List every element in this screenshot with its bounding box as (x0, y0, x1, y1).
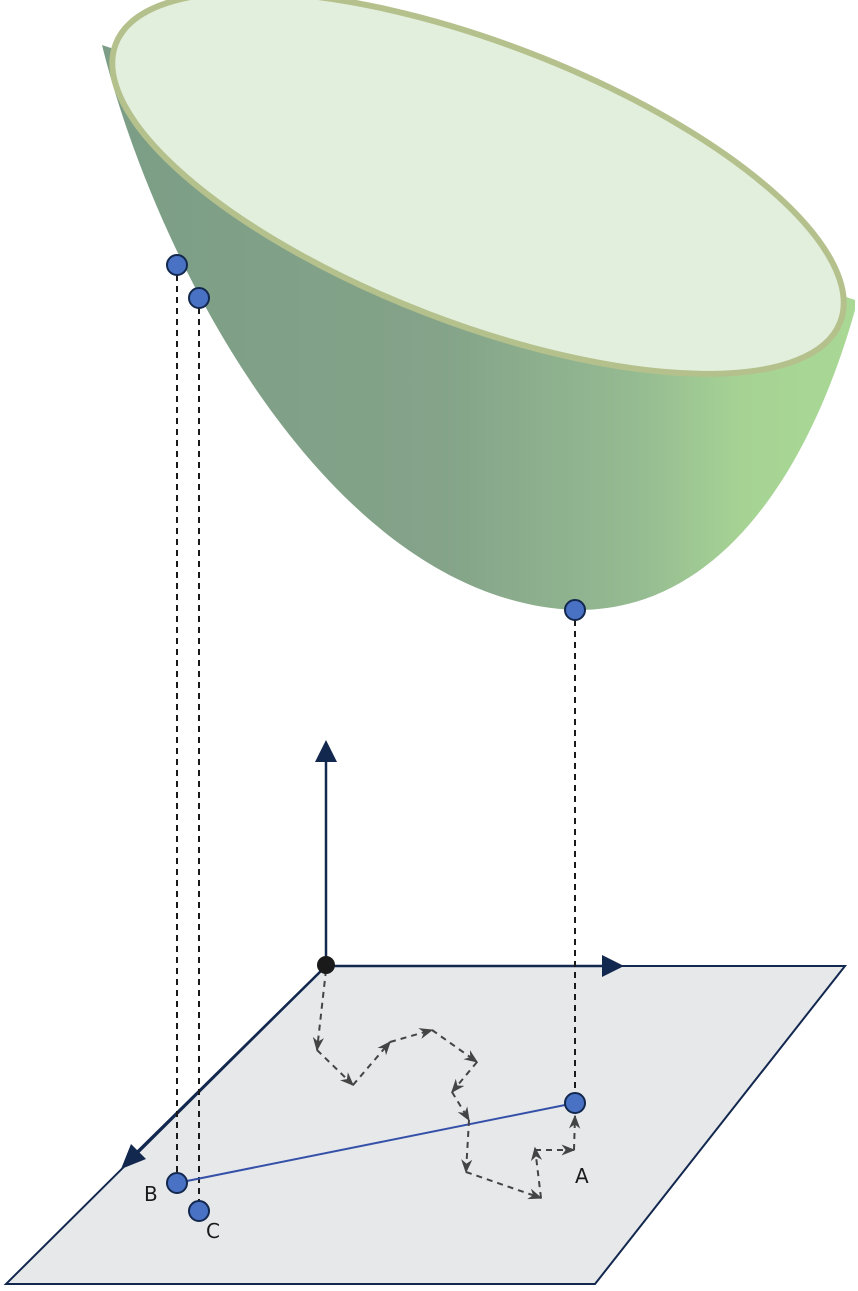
plane-point-b (166, 1172, 188, 1194)
arrowhead-down-left-icon (121, 1144, 146, 1169)
path-step (316, 1049, 355, 1086)
path-step (530, 1146, 543, 1199)
arrowhead-right-icon (602, 955, 624, 977)
path-step (431, 1029, 479, 1063)
path-step (461, 1119, 473, 1174)
bowl-rim (109, 0, 847, 377)
optimization-path (312, 969, 581, 1200)
path-step (451, 1091, 470, 1122)
path-step (465, 1171, 543, 1200)
parameter-plane (3, 965, 848, 1285)
loss-surface-bowl (102, 0, 855, 611)
arrowhead-up-icon (315, 740, 337, 762)
points (166, 254, 586, 1222)
label-a: A (575, 1164, 589, 1188)
connector-line (176, 1102, 576, 1184)
path-step (389, 1028, 434, 1043)
path-step (312, 969, 327, 1052)
axes (121, 740, 624, 1169)
label-b: B (144, 1182, 158, 1206)
surface-point-a (564, 599, 586, 621)
path-step (352, 1040, 391, 1086)
projection-lines (176, 275, 576, 1206)
origin-point (317, 956, 335, 974)
plane-point-c (188, 1200, 210, 1222)
diagonal-axis-line (135, 965, 327, 1154)
label-c: C (206, 1219, 220, 1243)
surface-point-b (166, 254, 188, 276)
surface-point-c (188, 287, 210, 309)
plane-point-a (564, 1092, 586, 1114)
path-step (569, 1114, 581, 1151)
